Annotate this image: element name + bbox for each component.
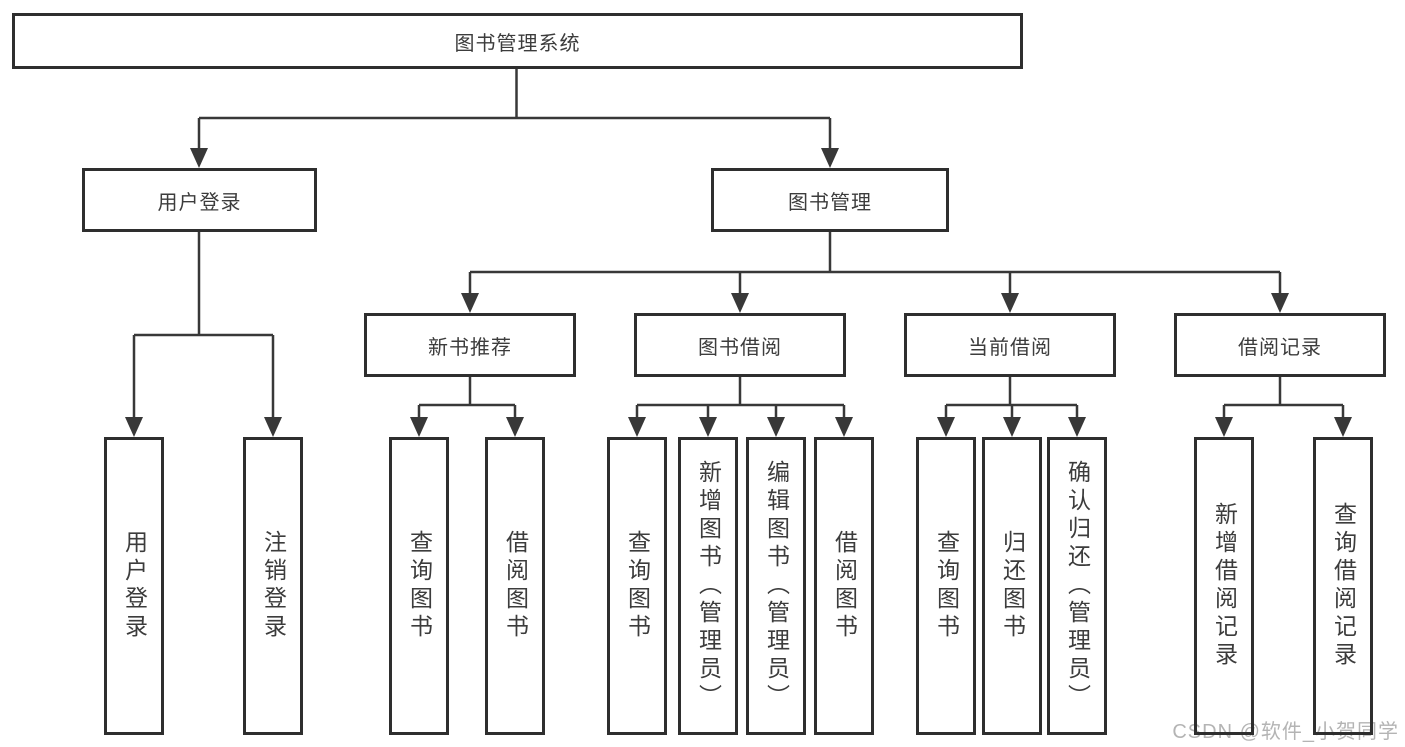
node-label: 新书推荐 <box>428 336 512 359</box>
connector-new-book-recommend-children <box>417 377 517 419</box>
node-new-book-recommend: 新书推荐 <box>364 313 576 377</box>
node-borrow-records: 借阅记录 <box>1174 313 1386 377</box>
node-label: 借阅图书 <box>502 530 529 642</box>
arrow-down-icon <box>821 148 839 168</box>
leaf-add-borrow-record: 新增借阅记录 <box>1194 437 1254 735</box>
leaf-return-book: 归还图书 <box>982 437 1042 735</box>
arrow-down-icon <box>767 417 785 437</box>
node-library-management-system: 图书管理系统 <box>12 13 1023 69</box>
arrow-down-icon <box>1001 293 1019 313</box>
arrow-down-icon <box>125 417 143 437</box>
leaf-query-books-current: 查询图书 <box>916 437 976 735</box>
node-label: 图书借阅 <box>698 336 782 359</box>
arrow-down-icon <box>506 417 524 437</box>
connector-current-borrow-children <box>944 377 1079 419</box>
node-label: 图书管理 <box>788 191 872 214</box>
node-current-borrow: 当前借阅 <box>904 313 1116 377</box>
node-label: 查询图书 <box>933 530 960 642</box>
node-label: 用户登录 <box>121 530 148 642</box>
arrow-down-icon <box>410 417 428 437</box>
connector-root-to-level1 <box>197 69 832 150</box>
leaf-logout: 注销登录 <box>243 437 303 735</box>
node-label: 新增借阅记录 <box>1211 502 1238 670</box>
node-book-borrow: 图书借阅 <box>634 313 846 377</box>
leaf-confirm-return-admin: 确认归还（管理员） <box>1047 437 1107 735</box>
node-label: 借阅图书 <box>831 530 858 642</box>
arrow-down-icon <box>699 417 717 437</box>
node-label: 查询图书 <box>624 530 651 642</box>
node-label: 归还图书 <box>999 530 1026 642</box>
leaf-query-borrow-record: 查询借阅记录 <box>1313 437 1373 735</box>
connector-borrow-records-children <box>1222 377 1345 419</box>
node-label: 用户登录 <box>157 191 242 214</box>
node-label: 注销登录 <box>260 530 287 642</box>
arrow-down-icon <box>731 293 749 313</box>
leaf-edit-book-admin: 编辑图书（管理员） <box>746 437 806 735</box>
arrow-down-icon <box>1271 293 1289 313</box>
connector-user-login-children <box>132 232 275 419</box>
arrow-down-icon <box>1068 417 1086 437</box>
node-label: 确认归还（管理员） <box>1064 460 1091 712</box>
node-label: 编辑图书（管理员） <box>763 460 790 712</box>
arrow-down-icon <box>1215 417 1233 437</box>
arrow-down-icon <box>1003 417 1021 437</box>
watermark-text: CSDN @软件_小贺同学 <box>1172 721 1399 743</box>
node-label: 查询图书 <box>406 530 433 642</box>
leaf-borrow-books-recommend: 借阅图书 <box>485 437 545 735</box>
node-label: 新增图书（管理员） <box>695 460 722 712</box>
connector-book-borrow-children <box>635 377 846 419</box>
node-book-management: 图书管理 <box>711 168 949 232</box>
connector-book-management-children <box>468 232 1282 295</box>
arrow-down-icon <box>835 417 853 437</box>
leaf-borrow-books: 借阅图书 <box>814 437 874 735</box>
leaf-query-books-borrow: 查询图书 <box>607 437 667 735</box>
node-user-login: 用户登录 <box>82 168 317 232</box>
node-label: 图书管理系统 <box>454 32 581 55</box>
arrow-down-icon <box>937 417 955 437</box>
node-label: 借阅记录 <box>1238 336 1322 359</box>
node-label: 查询借阅记录 <box>1330 502 1357 670</box>
leaf-add-book-admin: 新增图书（管理员） <box>678 437 738 735</box>
leaf-user-login: 用户登录 <box>104 437 164 735</box>
arrow-down-icon <box>264 417 282 437</box>
arrow-down-icon <box>628 417 646 437</box>
arrow-down-icon <box>1334 417 1352 437</box>
node-label: 当前借阅 <box>968 336 1052 359</box>
leaf-query-books-recommend: 查询图书 <box>389 437 449 735</box>
arrow-down-icon <box>461 293 479 313</box>
arrow-down-icon <box>190 148 208 168</box>
